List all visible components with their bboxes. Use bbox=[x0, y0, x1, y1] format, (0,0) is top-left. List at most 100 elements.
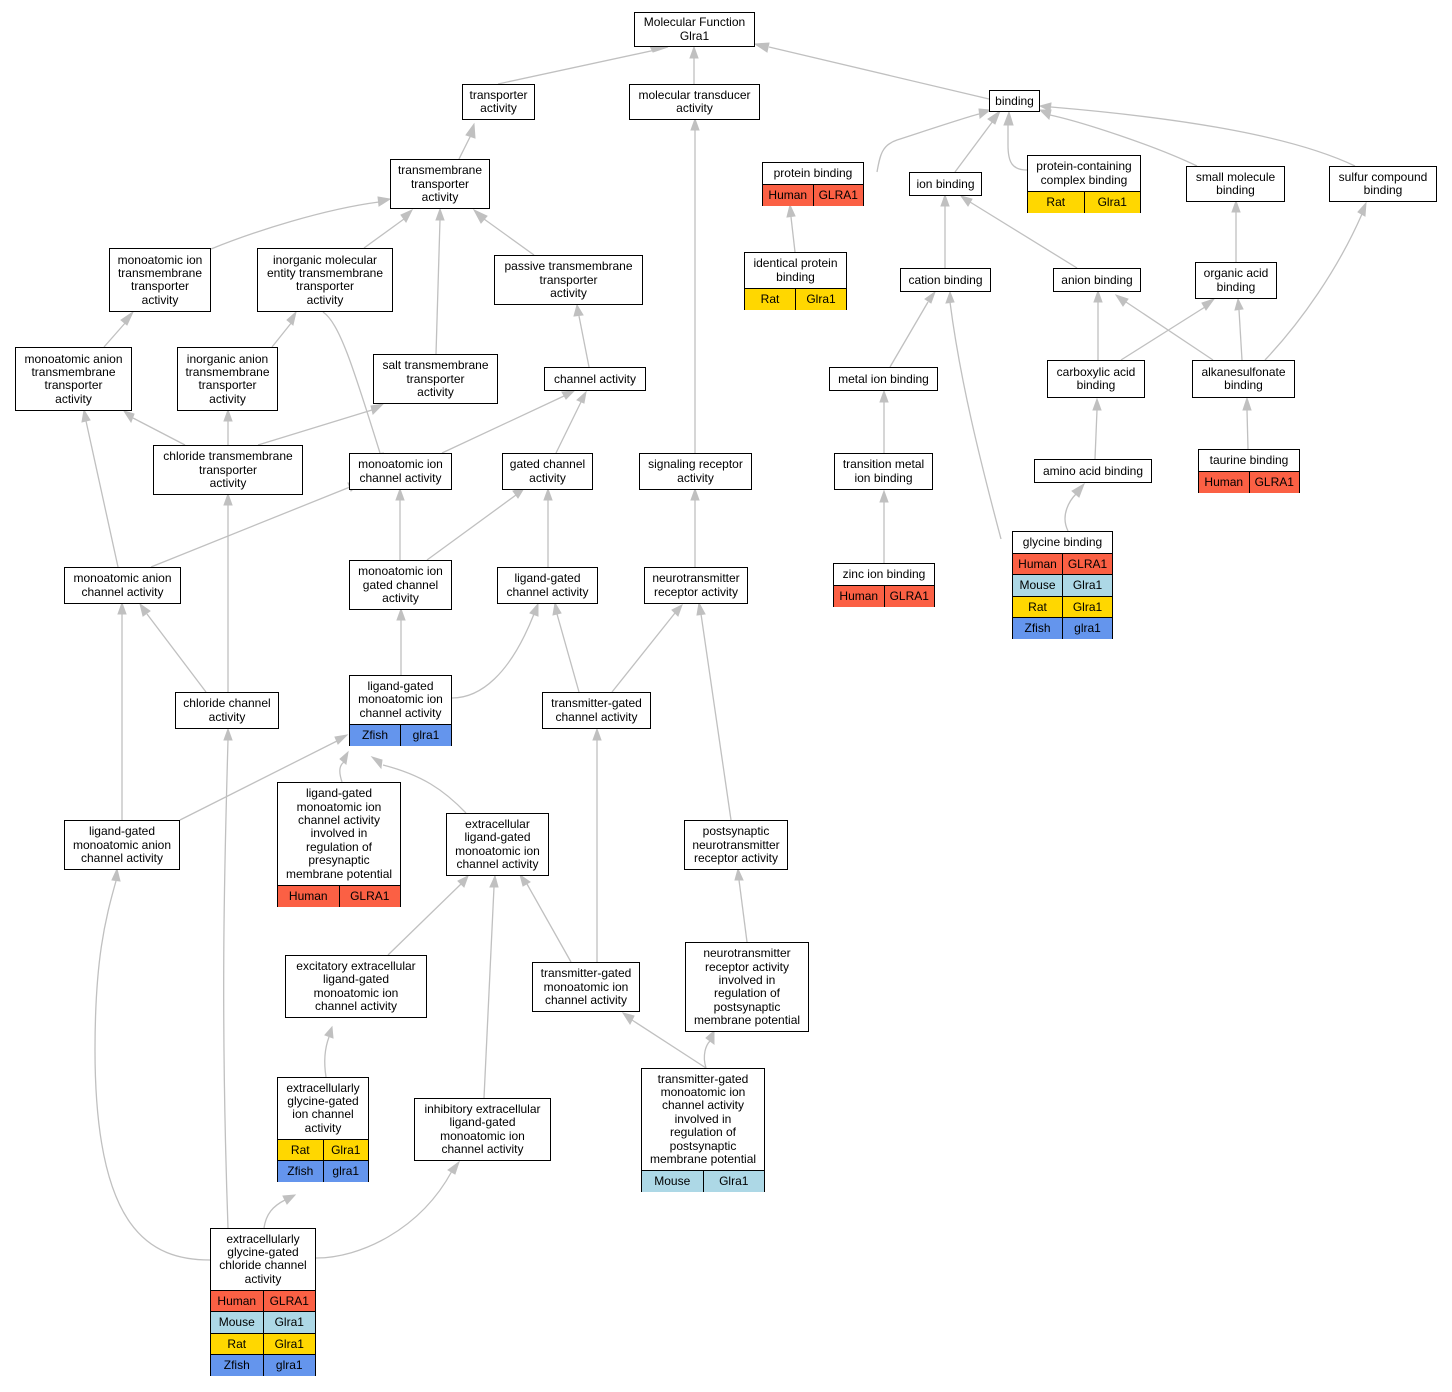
edge-line bbox=[223, 739, 229, 1229]
go-term-binding[interactable]: binding bbox=[989, 90, 1040, 112]
go-term-transmembrane-transporter-activity[interactable]: transmembrane transporter activity bbox=[390, 159, 490, 209]
arrowhead bbox=[223, 408, 233, 422]
go-term-monoatomic-anion-channel-activity[interactable]: monoatomic anion channel activity bbox=[64, 567, 181, 604]
arrowhead bbox=[435, 207, 445, 221]
go-term-salt-transmembrane-transporter-activity[interactable]: salt transmembrane transporter activity bbox=[373, 354, 498, 404]
go-term-label: Molecular Function Glra1 bbox=[643, 15, 746, 43]
go-term-label: monoatomic ion gated channel activity bbox=[358, 564, 443, 606]
go-term-cation-binding[interactable]: cation binding bbox=[900, 268, 991, 292]
go-term-extracellularly-glycine-gated-chloride-channel-activity[interactable]: extracellularly glycine-gated chloride c… bbox=[210, 1228, 316, 1376]
go-term-carboxylic-acid-binding[interactable]: carboxylic acid binding bbox=[1047, 360, 1145, 398]
go-term-label: binding bbox=[995, 93, 1034, 108]
arrowhead bbox=[111, 867, 121, 882]
arrowhead bbox=[400, 208, 414, 223]
go-term-transporter-activity[interactable]: transporter activity bbox=[462, 84, 535, 120]
arrowhead bbox=[689, 45, 699, 59]
go-term-monoatomic-ion-transmembrane-transporter-activity[interactable]: monoatomic ion transmembrane transporter… bbox=[109, 248, 211, 312]
edge-53 bbox=[223, 727, 233, 1229]
go-term-amino-acid-binding[interactable]: amino acid binding bbox=[1034, 459, 1152, 483]
edge-0 bbox=[497, 43, 669, 85]
go-term-label: transition metal ion binding bbox=[842, 457, 925, 485]
go-term-monoatomic-ion-gated-channel-activity[interactable]: monoatomic ion gated channel activity bbox=[349, 560, 452, 610]
go-term-metal-ion-binding[interactable]: metal ion binding bbox=[829, 367, 938, 391]
go-term-label: transmitter-gated monoatomic ion channel… bbox=[649, 1071, 757, 1167]
edge-12 bbox=[472, 208, 535, 256]
edge-line bbox=[1120, 306, 1206, 361]
edge-44 bbox=[690, 487, 700, 567]
go-term-alkanesulfonate-binding[interactable]: alkanesulfonate binding bbox=[1192, 360, 1295, 398]
go-term-tgmic-postsynaptic[interactable]: transmitter-gated monoatomic ion channel… bbox=[641, 1068, 765, 1192]
go-term-label: anion binding bbox=[1061, 272, 1133, 287]
arrowhead bbox=[671, 603, 683, 617]
edge-line bbox=[1238, 309, 1243, 361]
go-term-channel-activity[interactable]: channel activity bbox=[544, 367, 646, 391]
go-term-root[interactable]: Molecular Function Glra1 bbox=[634, 12, 755, 47]
go-term-ligand-gated-channel-activity[interactable]: ligand-gated channel activity bbox=[497, 567, 598, 604]
go-term-excitatory-extracellular-lgmic[interactable]: excitatory extracellular ligand-gated mo… bbox=[285, 955, 427, 1018]
edge-line bbox=[339, 761, 345, 783]
go-term-ligand-gated-monoatomic-ion-channel-activity[interactable]: ligand-gated monoatomic ion channel acti… bbox=[349, 675, 452, 746]
edge-line bbox=[631, 1019, 707, 1069]
arrowhead bbox=[1093, 289, 1103, 303]
edge-27 bbox=[122, 410, 186, 446]
go-term-monoatomic-ion-channel-activity[interactable]: monoatomic ion channel activity bbox=[349, 453, 452, 490]
arrowhead bbox=[1201, 298, 1216, 311]
go-term-inhibitory-extracellular-lgmic[interactable]: inhibitory extracellular ligand-gated mo… bbox=[414, 1098, 551, 1161]
edge-24 bbox=[1114, 294, 1214, 361]
go-term-extracellularly-glycine-gated-ion-channel-activity[interactable]: extracellularly glycine-gated ion channe… bbox=[277, 1077, 369, 1182]
go-term-neurotransmitter-receptor-activity[interactable]: neurotransmitter receptor activity bbox=[644, 567, 748, 604]
go-term-organic-acid-binding[interactable]: organic acid binding bbox=[1195, 262, 1277, 299]
go-term-transition-metal-ion-binding[interactable]: transition metal ion binding bbox=[834, 453, 933, 490]
arrowhead bbox=[1092, 397, 1102, 411]
go-term-signaling-receptor-activity[interactable]: signaling receptor activity bbox=[639, 453, 752, 490]
go-term-transmitter-gated-monoatomic-ion-channel-activity[interactable]: transmitter-gated monoatomic ion channel… bbox=[532, 962, 640, 1012]
go-term-ion-binding[interactable]: ion binding bbox=[909, 172, 982, 196]
go-term-label: extracellularly glycine-gated chloride c… bbox=[219, 1231, 307, 1286]
go-term-molecular-transducer-activity[interactable]: molecular transducer activity bbox=[629, 84, 760, 120]
arrowhead bbox=[959, 195, 973, 207]
go-term-extracellular-ligand-gated-monoatomic-ion-channel-activity[interactable]: extracellular ligand-gated monoatomic io… bbox=[446, 813, 549, 876]
go-term-chloride-transmembrane-transporter-activity[interactable]: chloride transmembrane transporter activ… bbox=[153, 445, 303, 495]
edge-line bbox=[85, 420, 119, 568]
gene-cell: GLRA1 bbox=[1248, 472, 1299, 493]
arrowhead bbox=[543, 487, 553, 501]
go-term-passive-transmembrane-transporter-activity[interactable]: passive transmembrane transporter activi… bbox=[494, 255, 643, 305]
go-term-chloride-channel-activity[interactable]: chloride channel activity bbox=[175, 692, 279, 729]
go-term-sulfur-compound-binding[interactable]: sulfur compound binding bbox=[1329, 166, 1437, 202]
arrowhead bbox=[1071, 482, 1085, 498]
species-cell: Rat bbox=[745, 289, 795, 310]
arrowhead bbox=[592, 727, 602, 741]
species-cell: Zfish bbox=[211, 1355, 263, 1376]
arrowhead bbox=[987, 109, 1002, 125]
edge-line bbox=[179, 740, 338, 821]
go-term-postsynaptic-neurotransmitter-receptor-activity[interactable]: postsynaptic neurotransmitter receptor a… bbox=[684, 820, 788, 870]
go-term-monoatomic-anion-transmembrane-transporter-activity[interactable]: monoatomic anion transmembrane transport… bbox=[15, 347, 132, 411]
edge-line bbox=[483, 886, 495, 1099]
go-term-inorganic-anion-transmembrane-transporter-activity[interactable]: inorganic anion transmembrane transporte… bbox=[177, 347, 278, 411]
edge-26 bbox=[1264, 201, 1367, 361]
edge-4 bbox=[690, 117, 700, 453]
edge-line bbox=[387, 883, 462, 956]
go-term-ntr-postsynaptic-potential[interactable]: neurotransmitter receptor activity invol… bbox=[685, 942, 809, 1032]
go-term-small-molecule-binding[interactable]: small molecule binding bbox=[1186, 166, 1285, 202]
go-term-lgmic-presynaptic[interactable]: ligand-gated monoatomic ion channel acti… bbox=[277, 782, 401, 907]
go-term-inorganic-molecular-entity-transmembrane-transporter-activity[interactable]: inorganic molecular entity transmembrane… bbox=[257, 248, 393, 312]
go-term-label: salt transmembrane transporter activity bbox=[382, 358, 489, 400]
edge-line bbox=[1264, 213, 1363, 361]
arrowhead bbox=[1234, 297, 1244, 311]
go-term-gated-channel-activity[interactable]: gated channel activity bbox=[502, 453, 593, 490]
go-term-transmitter-gated-channel-activity[interactable]: transmitter-gated channel activity bbox=[542, 692, 651, 729]
go-term-anion-binding[interactable]: anion binding bbox=[1053, 268, 1141, 292]
go-term-ligand-gated-monoatomic-anion-channel-activity[interactable]: ligand-gated monoatomic anion channel ac… bbox=[64, 820, 180, 870]
go-term-label: extracellularly glycine-gated ion channe… bbox=[286, 1080, 360, 1135]
edge-line bbox=[315, 1170, 453, 1259]
